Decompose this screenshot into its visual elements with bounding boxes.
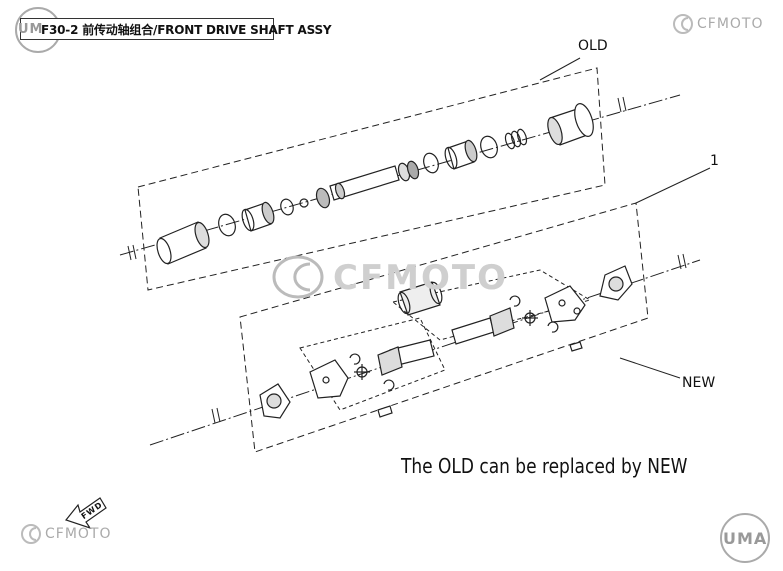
page-title: F30-2 前传动轴组合/FRONT DRIVE SHAFT ASSY — [41, 23, 332, 37]
cfmoto-watermark-logo — [272, 255, 324, 299]
brand-bottom-left: CFMOTO — [45, 526, 112, 542]
callout-new: NEW — [682, 375, 716, 391]
callout-part-number: 1 — [710, 153, 719, 169]
fwd-arrow-icon — [64, 497, 107, 530]
replacement-notice: The OLD can be replaced by NEW — [401, 454, 688, 478]
part-leader — [635, 167, 711, 204]
cfmoto-logo-top-right — [673, 14, 693, 34]
cfmoto-logo-bottom-left — [21, 524, 41, 544]
break-marks — [127, 96, 687, 424]
old-assembly-box — [137, 67, 606, 291]
new-assembly-box — [239, 202, 649, 453]
new-inner-box-upper — [391, 269, 592, 341]
old-parts — [156, 103, 594, 265]
callout-old: OLD — [578, 38, 608, 54]
new-leader — [619, 357, 681, 379]
uma-logo-circle — [720, 513, 770, 563]
uma-logo-text-top-left: UM — [18, 22, 44, 37]
old-leader — [539, 57, 581, 81]
brand-top-right: CFMOTO — [697, 16, 764, 32]
brand-watermark: CFMOTO — [333, 258, 509, 298]
new-parts — [259, 265, 633, 419]
title-box: F30-2 前传动轴组合/FRONT DRIVE SHAFT ASSY — [20, 18, 332, 40]
uma-logo-text-bottom-right: UMA — [723, 529, 768, 548]
